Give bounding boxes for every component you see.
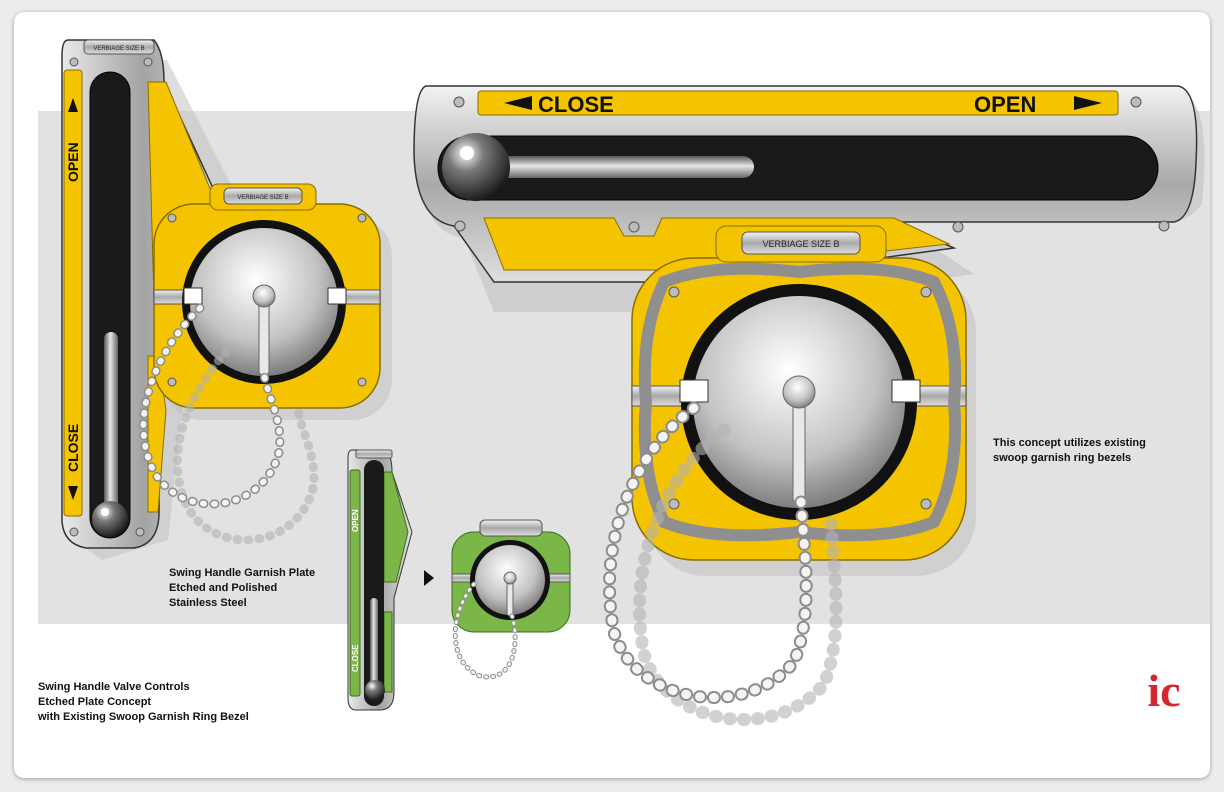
large-chain [603,401,843,727]
large-garnish-bezel: VERBIAGE SIZE B [631,225,976,576]
caption-line: Swing Handle Valve Controls [38,681,190,693]
play-arrow-icon [424,570,434,586]
large-close-label: CLOSE [538,92,614,117]
left-bezel-verbiage-label: VERBIAGE SIZE B [237,195,288,201]
swing-plate-caption: Swing Handle Garnish Plate Etched and Po… [169,566,315,611]
large-verbiage-label: VERBIAGE SIZE B [762,239,839,249]
ic-logo-icon: ic [1140,666,1188,714]
left-garnish-bezel: VERBIAGE SIZE B [153,183,392,420]
small-open-label: OPEN [351,509,360,532]
left-chain [139,303,319,545]
arrow-right-icon [1074,96,1102,110]
illustration: CLOSE OPEN VERBIAGE SIZE B [61,39,1205,727]
caption-line: Etched Plate Concept [38,696,152,708]
caption-line: Stainless Steel [169,597,247,609]
caption-line: with Existing Swoop Garnish Ring Bezel [38,711,249,723]
arrow-up-icon [68,98,78,112]
arrow-down-icon [68,486,78,500]
left-verbiage-label: VERBIAGE SIZE B [93,46,144,52]
large-open-label: OPEN [974,92,1036,117]
arrow-left-icon [504,96,532,110]
presentation-card: CLOSE OPEN VERBIAGE SIZE B [14,12,1210,778]
concept-caption: Swing Handle Valve Controls Etched Plate… [38,680,249,725]
small-green-control: OPEN CLOSE [347,449,571,711]
caption-line: Etched and Polished [169,582,278,594]
small-close-label: CLOSE [351,644,360,672]
bezel-note-caption: This concept utilizes existing swoop gar… [993,436,1146,466]
caption-line: Swing Handle Garnish Plate [169,567,316,579]
left-open-label: OPEN [65,142,81,182]
caption-line: swoop garnish ring bezels [993,452,1132,464]
caption-line: This concept utilizes existing [993,437,1146,449]
left-close-label: CLOSE [65,424,81,472]
logo-text: ic [1147,666,1180,714]
large-horizontal-control: CLOSE OPEN [413,85,1205,312]
